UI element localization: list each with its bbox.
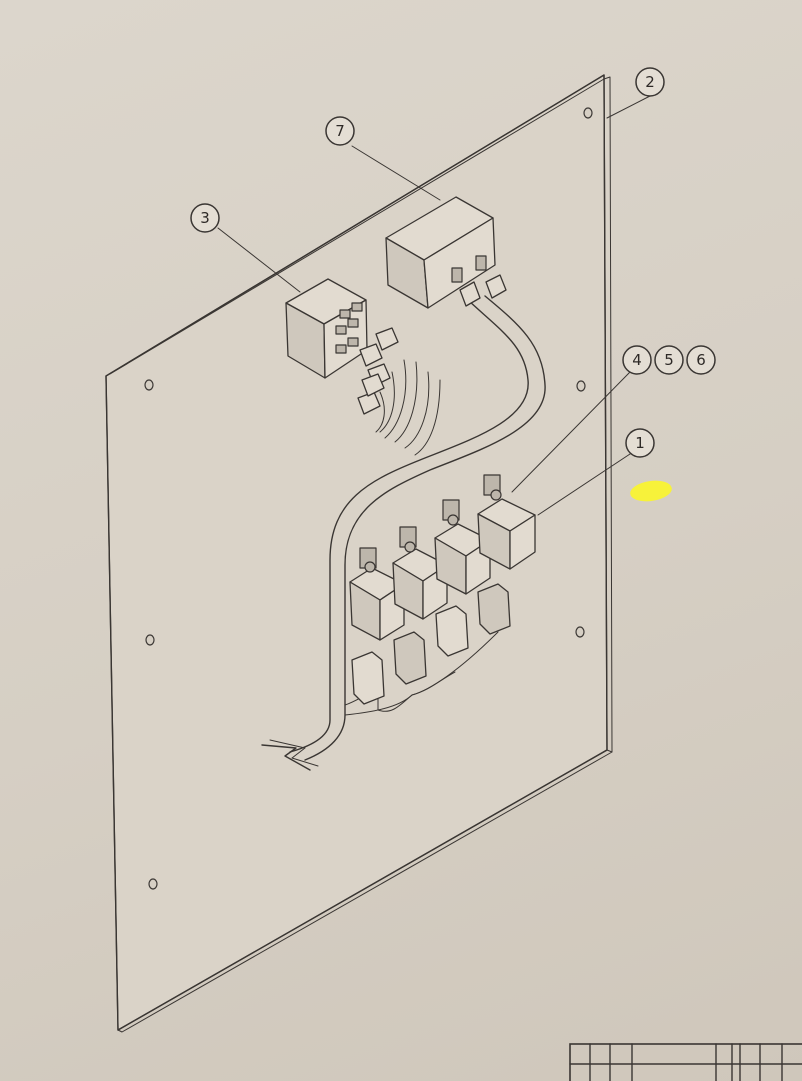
title-block-grid xyxy=(569,1043,802,1081)
balloon-6-label: 6 xyxy=(696,351,706,369)
highlighter-mark xyxy=(630,480,672,502)
balloon-5: 5 xyxy=(654,345,684,375)
component-7-box xyxy=(385,196,507,309)
balloon-3-label: 3 xyxy=(200,209,210,227)
balloon-2-label: 2 xyxy=(645,73,655,91)
wire-harness xyxy=(261,295,546,771)
balloon-7: 7 xyxy=(325,116,355,146)
balloon-1: 1 xyxy=(625,428,655,458)
leader-lines xyxy=(217,95,651,516)
balloon-6: 6 xyxy=(686,345,716,375)
mounting-hole xyxy=(576,380,586,392)
mounting-hole xyxy=(145,634,155,646)
balloon-5-label: 5 xyxy=(664,351,674,369)
balloon-1-label: 1 xyxy=(635,434,645,452)
mounting-holes xyxy=(144,107,593,890)
mounting-hole xyxy=(583,107,593,119)
balloon-3: 3 xyxy=(190,203,220,233)
relay-sockets xyxy=(351,583,511,705)
terminal xyxy=(451,267,463,283)
balloon-4-label: 4 xyxy=(632,351,642,369)
balloon-7-label: 7 xyxy=(335,122,345,140)
mounting-hole xyxy=(144,379,154,391)
component-3-block xyxy=(285,278,399,415)
terminal xyxy=(475,255,487,271)
mounting-hole xyxy=(575,626,585,638)
relay-4 xyxy=(477,474,536,570)
balloon-2: 2 xyxy=(635,67,665,97)
mounting-panel xyxy=(105,74,613,1033)
balloon-4: 4 xyxy=(622,345,652,375)
mounting-hole xyxy=(148,878,158,890)
